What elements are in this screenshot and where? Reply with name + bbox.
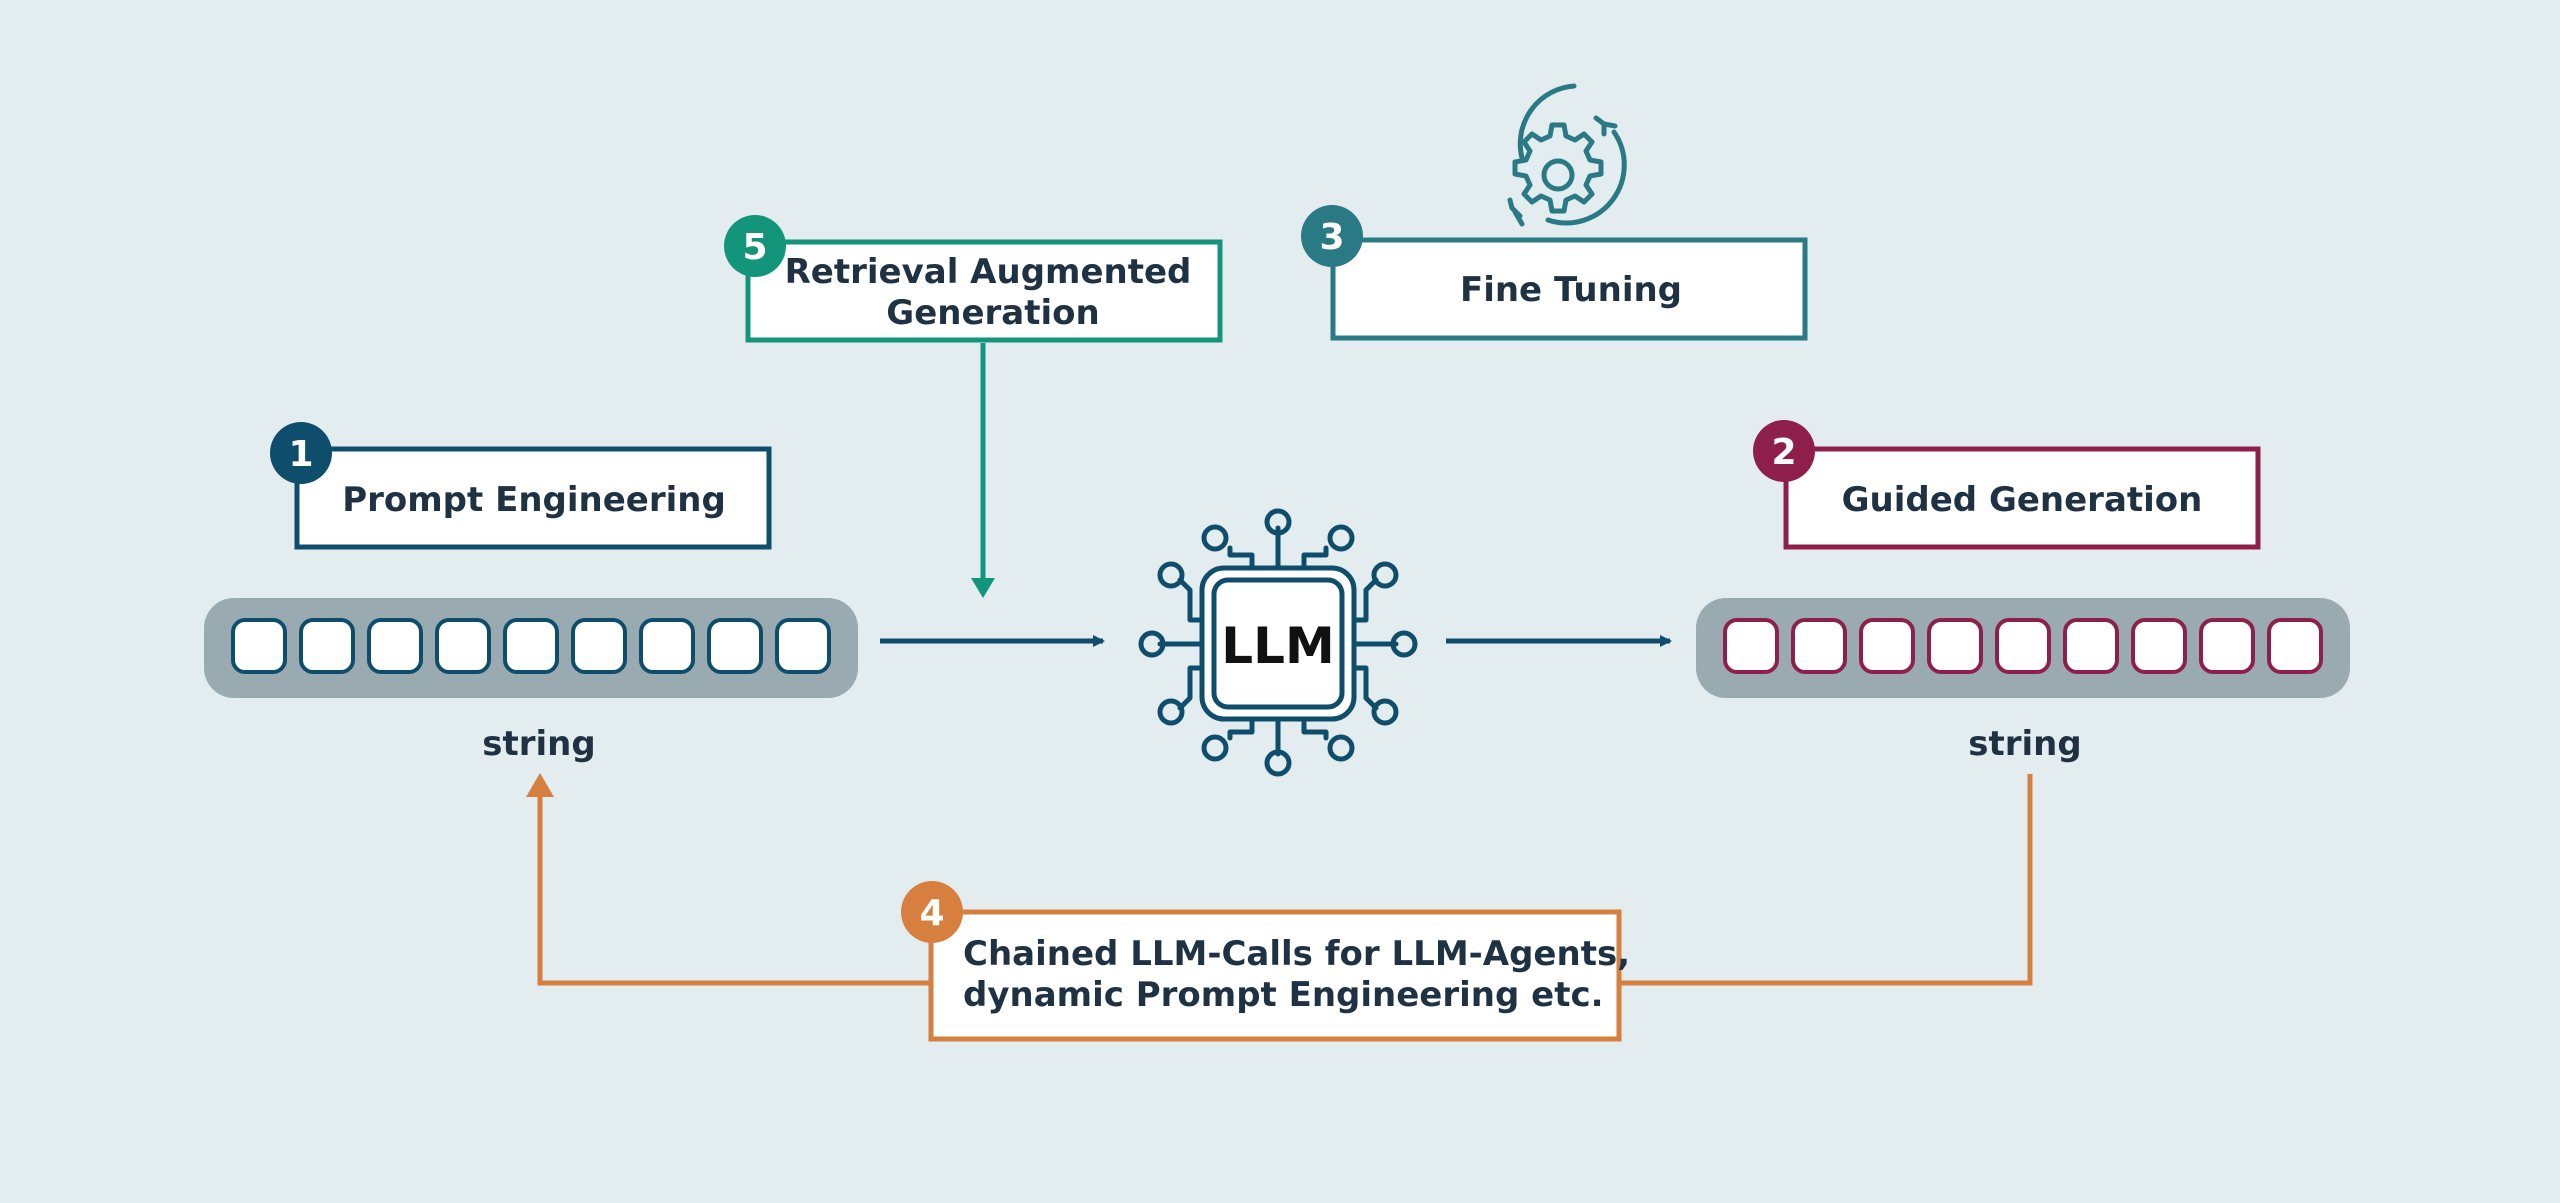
output-token [2131,618,2187,674]
rag-label-line2: Generation [886,293,1099,333]
output-token [2063,618,2119,674]
feedback-loop-arrowhead [526,773,554,797]
output-token [1995,618,2051,674]
input-token [571,618,627,674]
output-token [1723,618,1779,674]
input-token [231,618,287,674]
output-token [1791,618,1847,674]
output-token [2199,618,2255,674]
rag-badge [724,215,786,277]
rag-box [745,239,1223,343]
step-guided-generation: 2 Guided Generation [1753,420,2261,550]
step-chained-calls: 4 Chained LLM-Calls for LLM-Agents, dyna… [526,773,2033,1042]
gear-refresh-icon [1507,83,1627,227]
input-string: string [204,598,858,764]
fine-tuning-box [1330,237,1808,341]
output-token [1859,618,1915,674]
rag-label-line1: Retrieval Augmented [785,252,1192,292]
prompt-engineering-label: Prompt Engineering [342,480,726,520]
input-token [775,618,831,674]
chained-calls-number: 4 [919,893,944,934]
guided-generation-badge [1753,420,1815,482]
input-token [707,618,763,674]
step-rag: 5 Retrieval Augmented Generation [724,215,1223,598]
output-token [2267,618,2323,674]
input-token [639,618,695,674]
fine-tuning-badge [1301,205,1363,267]
rag-number: 5 [742,227,767,268]
input-token [299,618,355,674]
step-fine-tuning: 3 Fine Tuning [1301,83,1808,341]
llm-label: LLM [1221,617,1334,675]
prompt-engineering-box [294,446,772,550]
guided-generation-box [1783,446,2261,550]
prompt-engineering-badge [270,422,332,484]
guided-generation-number: 2 [1771,432,1796,473]
output-token [1927,618,1983,674]
prompt-engineering-number: 1 [288,434,313,475]
chained-calls-box [928,909,1622,1042]
input-string-caption: string [482,724,595,764]
fine-tuning-number: 3 [1319,217,1344,258]
rag-arrowhead [971,578,995,598]
input-token-group [231,618,831,674]
chained-calls-label-line2: dynamic Prompt Engineering etc. [963,975,1604,1015]
input-token [367,618,423,674]
chained-calls-badge [901,881,963,943]
chip-icon [1138,508,1418,777]
guided-generation-label: Guided Generation [1842,480,2203,520]
input-token [435,618,491,674]
output-string-caption: string [1968,724,2081,764]
step-prompt-engineering: 1 Prompt Engineering [270,422,772,550]
output-string: string [1696,598,2350,764]
fine-tuning-label: Fine Tuning [1460,270,1682,310]
output-token-group [1723,618,2323,674]
chained-calls-label-line1: Chained LLM-Calls for LLM-Agents, [963,934,1630,974]
input-token [503,618,559,674]
